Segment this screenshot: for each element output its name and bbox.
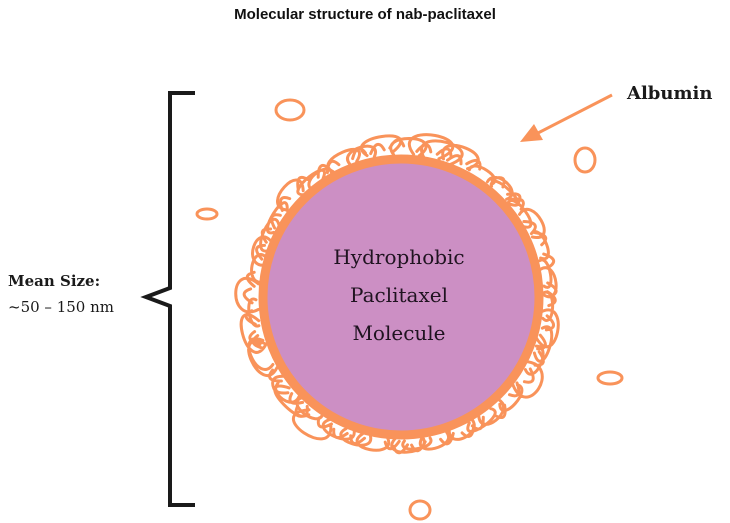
core-label-line-2: Paclitaxel bbox=[350, 283, 448, 307]
core-label-line-3: Molecule bbox=[352, 321, 446, 345]
core-label: Hydrophobic Paclitaxel Molecule bbox=[299, 238, 499, 352]
paclitaxel-core bbox=[258, 154, 544, 440]
mean-size-title: Mean Size: bbox=[8, 272, 101, 290]
albumin-loops bbox=[195, 98, 624, 521]
diagram-title: Molecular structure of nab-paclitaxel bbox=[234, 6, 496, 23]
albumin-label: Albumin bbox=[627, 83, 713, 104]
core-label-line-1: Hydrophobic bbox=[333, 245, 465, 269]
mean-size-value: ~50 – 150 nm bbox=[8, 298, 114, 316]
size-bracket bbox=[140, 91, 195, 507]
arrow-head-icon bbox=[520, 124, 543, 142]
albumin-arrow bbox=[520, 93, 613, 142]
mean-size-label: Mean Size: ~50 – 150 nm bbox=[8, 268, 114, 320]
